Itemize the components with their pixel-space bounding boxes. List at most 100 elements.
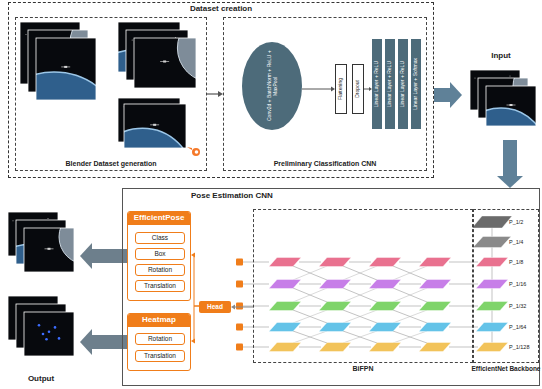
feature-link [343, 310, 377, 323]
group-box: Blender Dataset generation [15, 17, 207, 171]
node-text: Dropout [355, 80, 361, 98]
connector-arrow [207, 91, 223, 97]
node-text: Linear Layer + ReLU [400, 61, 406, 107]
feature-link [393, 331, 427, 343]
keypoint-dot [38, 324, 41, 327]
node-text: Rotation [148, 335, 172, 342]
bifpn-art [236, 258, 478, 352]
feature-link [349, 284, 371, 285]
node-text: Heatmap [128, 314, 190, 327]
node-text: Pose Estimation CNN [191, 192, 273, 201]
arrow-head [80, 329, 92, 355]
node-text: Class [152, 234, 168, 241]
solar-panel [507, 105, 516, 106]
image-stack: Input [462, 50, 540, 140]
earth [36, 72, 96, 100]
star [48, 218, 49, 219]
level-label: P_1/2 [509, 219, 523, 225]
feature-link [293, 288, 327, 302]
node-text: Linear Layer + ReLU [387, 61, 393, 107]
backbone-level [476, 343, 508, 352]
feature-map [269, 302, 301, 311]
star [26, 34, 27, 35]
node-text: EfficientPose [128, 212, 190, 225]
keypoint-dot [54, 326, 57, 329]
node-text: Conv2d + BatchNorm + ReLU + MaxPool [267, 46, 278, 126]
keypoint-dot [45, 338, 48, 341]
feature-link [299, 284, 321, 285]
node-text: Dataset creation [190, 5, 252, 14]
backbone-level [476, 302, 508, 311]
feature-link [393, 331, 427, 343]
connector-line [207, 93, 219, 94]
node-text: Head [207, 303, 223, 310]
feature-link [343, 331, 377, 343]
feature-link [293, 310, 327, 323]
solar-panel [61, 66, 70, 67]
backbone-level [472, 216, 512, 228]
layer-bar: Linear Layer + ReLU [398, 39, 408, 129]
feature-link [343, 331, 377, 343]
connector-arrow [497, 140, 523, 188]
backbone-level [476, 280, 508, 289]
feature-link [343, 288, 377, 302]
feature-link [293, 331, 327, 343]
star [475, 78, 476, 79]
output-square [236, 303, 243, 310]
connector-line [503, 140, 517, 177]
connector-arrow [80, 243, 127, 269]
group-box: EfficientNet Backbone [473, 209, 539, 363]
arrow-head [191, 253, 195, 258]
solar-panel [160, 61, 169, 62]
keypoint-dot [48, 331, 51, 334]
feature-link [343, 266, 377, 280]
feature-link [343, 288, 377, 302]
feature-link [393, 288, 427, 302]
space-image [36, 38, 96, 100]
feature-link [299, 262, 321, 263]
feature-map [269, 323, 301, 332]
feature-link [399, 284, 421, 285]
image-frame [24, 228, 74, 272]
connector-arrow [302, 87, 335, 92]
solar-panel [45, 248, 54, 249]
head-link [243, 347, 269, 348]
head-box: Head [199, 301, 231, 313]
feature-link [399, 306, 421, 307]
space-image [124, 104, 186, 148]
space-image [24, 312, 74, 356]
node-text: Linear Layer + ReLU [374, 61, 380, 107]
group-panel: ClassBoxRotationTranslation EfficientPose… [122, 188, 540, 386]
feature-link [399, 262, 421, 263]
image-frame [36, 38, 96, 100]
connector-arrow [191, 306, 199, 344]
feature-map [419, 323, 451, 332]
node-text: Box [154, 250, 165, 257]
feature-map [419, 258, 451, 267]
image-stack-art [8, 296, 74, 356]
output-item: Box [135, 248, 185, 260]
image-frame [124, 104, 186, 148]
feature-link [349, 347, 371, 348]
feature-map [369, 280, 401, 289]
level-label: P_1/16 [509, 281, 526, 287]
feature-link [299, 347, 321, 348]
node-text: Translation [144, 352, 176, 359]
feature-link [393, 288, 427, 302]
arrow-head [450, 82, 462, 108]
feature-map [319, 280, 351, 289]
arrow-head [231, 305, 235, 310]
output-square [236, 324, 243, 331]
connector-line [302, 89, 331, 90]
output-block: RotationTranslation Heatmap [127, 313, 191, 371]
feature-map [419, 343, 451, 352]
connector-line [364, 89, 369, 90]
head-link [243, 262, 269, 263]
space-image [134, 38, 196, 88]
feature-link [393, 310, 427, 323]
head-link [243, 327, 269, 328]
feature-link [393, 310, 427, 323]
space-image [24, 228, 74, 272]
connector-arrow [191, 253, 199, 307]
